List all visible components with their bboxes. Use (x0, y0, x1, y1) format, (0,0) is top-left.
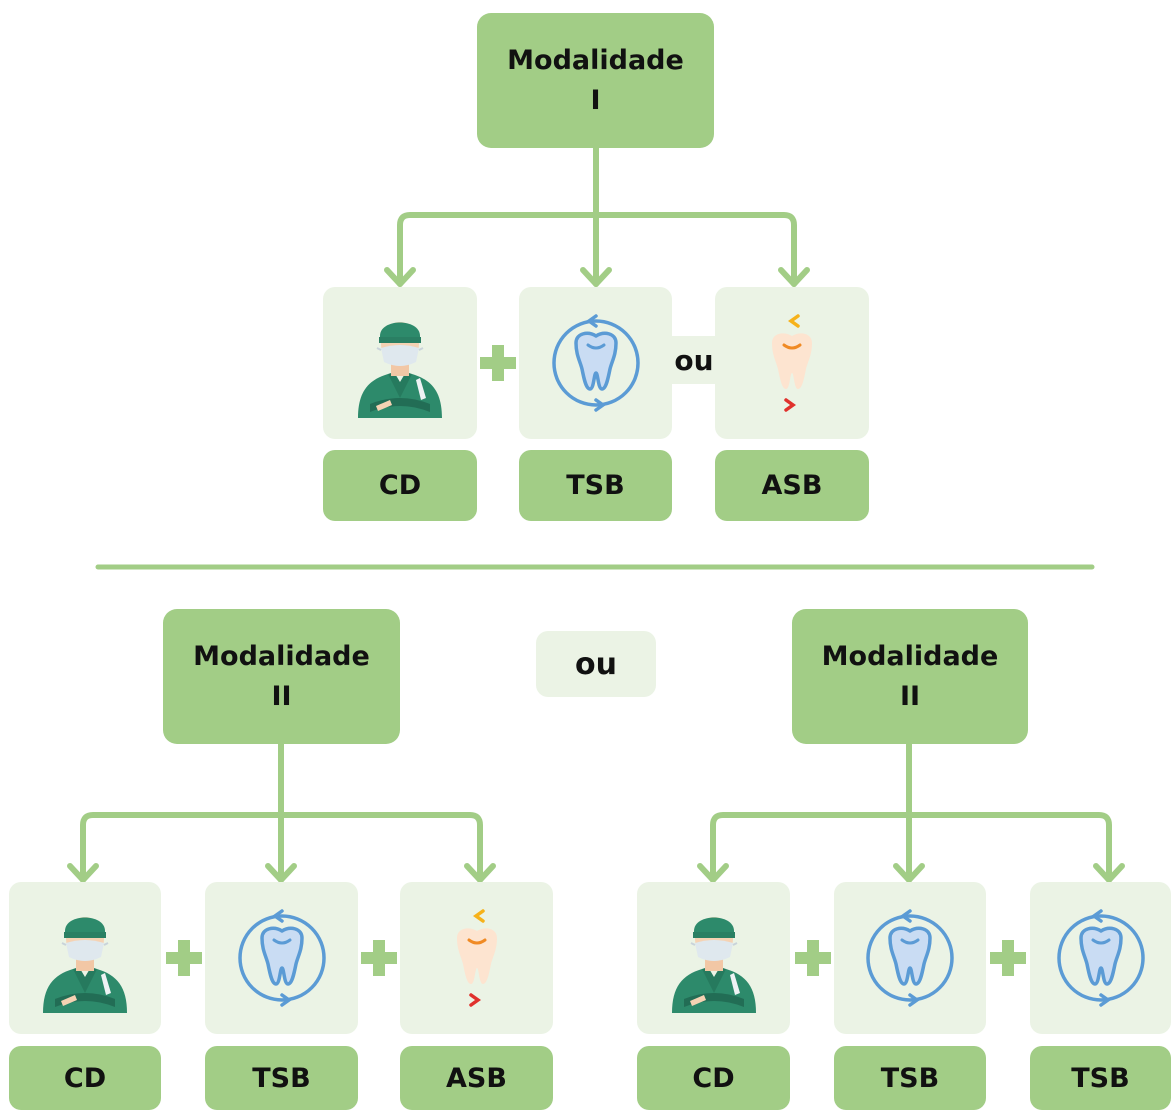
tsb-label: TSB (834, 1046, 986, 1110)
tooth-blue-icon (860, 908, 960, 1008)
plus-icon (990, 940, 1026, 976)
tsb-label: TSB (519, 450, 672, 521)
cd-tile (637, 882, 790, 1034)
dentist-icon (35, 903, 135, 1013)
tsb-tile (834, 882, 986, 1034)
tooth-blue-icon (546, 313, 646, 413)
tooth-blue-icon (232, 908, 332, 1008)
asb-label: ASB (400, 1046, 553, 1110)
dentist-icon (350, 308, 450, 418)
tooth-blue-icon (1051, 908, 1151, 1008)
cd-label: CD (9, 1046, 161, 1110)
modalidade-number: I (590, 84, 601, 116)
modalidade-title: Modalidade (507, 45, 684, 77)
modalidade-title: Modalidade (821, 641, 999, 673)
tsb-label: TSB (205, 1046, 358, 1110)
modalidade-title: Modalidade (193, 641, 370, 673)
tsb-tile (519, 287, 672, 439)
plus-icon (361, 940, 397, 976)
tsb-tile-2 (1030, 882, 1171, 1034)
modalidade-number: II (271, 680, 292, 712)
asb-tile (715, 287, 869, 439)
tooth-orange-icon (427, 908, 527, 1008)
dentist-icon (664, 903, 764, 1013)
tooth-orange-icon (742, 313, 842, 413)
ou-badge: ou (536, 631, 656, 697)
modalidade-number: II (899, 680, 921, 712)
plus-icon (480, 345, 516, 381)
asb-label: ASB (715, 450, 869, 521)
cd-label: CD (637, 1046, 790, 1110)
plus-icon (795, 940, 831, 976)
modalidade-ii-right-box: Modalidade II (792, 609, 1028, 744)
modalidade-ii-left-box: Modalidade II (163, 609, 400, 744)
asb-tile (400, 882, 553, 1034)
cd-tile (9, 882, 161, 1034)
cd-tile (323, 287, 477, 439)
tsb-tile (205, 882, 358, 1034)
plus-icon (166, 940, 202, 976)
tsb-label-2: TSB (1030, 1046, 1171, 1110)
ou-connector: ou (670, 336, 718, 384)
modalidade-i-box: Modalidade I (477, 13, 714, 148)
cd-label: CD (323, 450, 477, 521)
